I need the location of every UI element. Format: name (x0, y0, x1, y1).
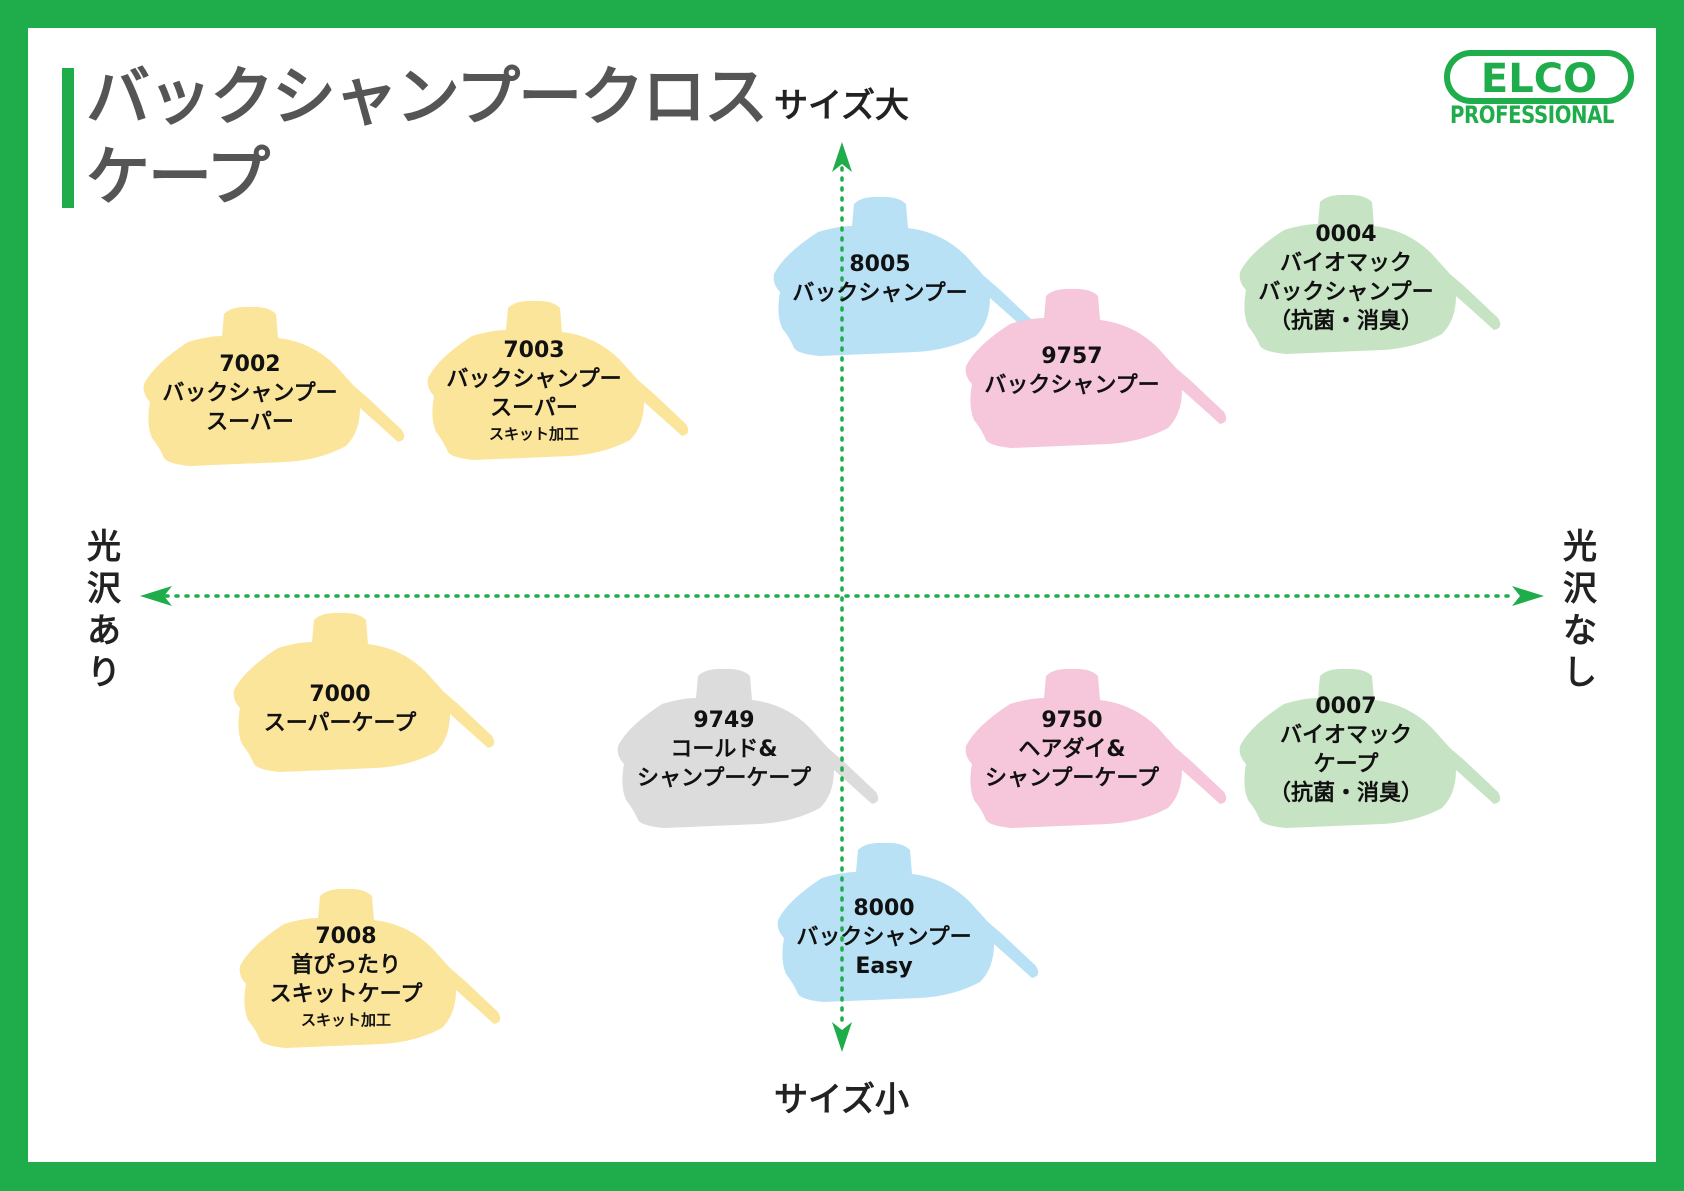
cape-product-name: バックシャンプー (162, 381, 338, 406)
axis-label-right-char: し (1563, 653, 1597, 693)
cape-8000-label: 8000 バックシャンプー Easy (764, 894, 1004, 981)
cape-9757-label: 9757 バックシャンプー (952, 342, 1192, 400)
elco-logo: ELCO (1444, 50, 1634, 104)
arrow-up-icon (832, 142, 852, 172)
cape-product-name: スーパーケープ (263, 711, 417, 736)
cape-9749-label: 9749 コールド&シャンプーケープ (604, 706, 844, 793)
arrow-down-icon (832, 1022, 852, 1052)
axis-label-right-char: な (1563, 611, 1597, 651)
cape-product-number: 9750 (1041, 708, 1103, 733)
cape-product-number: 7000 (309, 682, 371, 707)
axis-label-bottom: サイズ小 (774, 1080, 909, 1120)
axis-label-left: 光 沢 あ り (82, 526, 126, 694)
axis-label-left-char: り (87, 653, 121, 693)
cape-product-name: 首ぴったり (290, 953, 401, 978)
logo-subtitle: PROFESSIONAL (1450, 101, 1615, 129)
cape-product-name: Easy (855, 954, 913, 979)
cape-product-number: 0007 (1315, 694, 1377, 719)
axis-label-left-char: 光 (87, 527, 121, 567)
cape-product-name: （抗菌・消臭） (1268, 309, 1423, 334)
cape-product-name: スーパー (206, 410, 294, 435)
axis-label-right-char: 沢 (1563, 569, 1597, 609)
cape-7000-label: 7000 スーパーケープ (220, 680, 460, 738)
cape-product-name: バックシャンプー (446, 367, 622, 392)
cape-7008-label: 7008 首ぴったりスキットケープスキット加工 (226, 922, 466, 1031)
cape-product-number: 9749 (693, 708, 755, 733)
arrow-left-icon (140, 586, 172, 606)
cape-product-number: 0004 (1315, 222, 1377, 247)
cape-product-name: バックシャンプー (1258, 280, 1434, 305)
cape-product-number: 9757 (1041, 344, 1103, 369)
axis-label-left-char: 沢 (87, 569, 121, 609)
cape-product-number: 8000 (853, 896, 915, 921)
arrow-right-icon (1512, 586, 1544, 606)
cape-7003-label: 7003 バックシャンプースーパースキット加工 (414, 336, 654, 445)
cape-product-number: 7002 (219, 352, 281, 377)
cape-7002-label: 7002 バックシャンプースーパー (130, 350, 370, 437)
axis-label-left-char: あ (87, 611, 121, 651)
cape-product-number: 7003 (503, 338, 565, 363)
cape-product-name: バックシャンプー (792, 281, 968, 306)
cape-product-name: ケープ (1313, 752, 1379, 777)
cape-product-name: バックシャンプー (796, 925, 972, 950)
axis-label-top: サイズ大 (774, 86, 909, 126)
cape-product-number: 8005 (849, 252, 911, 277)
cape-product-number: 7008 (315, 924, 377, 949)
title-accent-bar (62, 68, 74, 208)
cape-product-name: バックシャンプー (984, 373, 1160, 398)
page-title: バックシャンプークロス ケープ (86, 58, 768, 218)
cape-9750-label: 9750 ヘアダイ&シャンプーケープ (952, 706, 1192, 793)
cape-product-name: スーパー (490, 396, 578, 421)
cape-8005-label: 8005 バックシャンプー (760, 250, 1000, 308)
axes (140, 142, 1544, 1052)
page-title-line2: ケープ (86, 141, 270, 215)
cape-product-name: バイオマック (1279, 251, 1412, 276)
cape-0004-label: 0004 バイオマックバックシャンプー （抗菌・消臭） (1226, 220, 1466, 336)
logo-text: ELCO (1481, 56, 1597, 102)
cape-product-note: スキット加工 (300, 1011, 391, 1029)
cape-0007-label: 0007 バイオマックケープ （抗菌・消臭） (1226, 692, 1466, 808)
cape-product-name: バイオマック (1279, 723, 1412, 748)
cape-product-name: シャンプーケープ (636, 766, 812, 791)
cape-product-name: スキットケープ (269, 982, 423, 1007)
cape-product-name: シャンプーケープ (984, 766, 1160, 791)
cape-product-name: ヘアダイ& (1018, 737, 1126, 762)
cape-product-name: コールド& (670, 737, 778, 762)
cape-product-name: （抗菌・消臭） (1268, 781, 1423, 806)
cape-product-note: スキット加工 (488, 425, 579, 443)
axis-label-right-char: 光 (1563, 527, 1597, 567)
axis-label-right: 光 沢 な し (1558, 526, 1602, 694)
page-title-line1: バックシャンプークロス (86, 61, 768, 135)
